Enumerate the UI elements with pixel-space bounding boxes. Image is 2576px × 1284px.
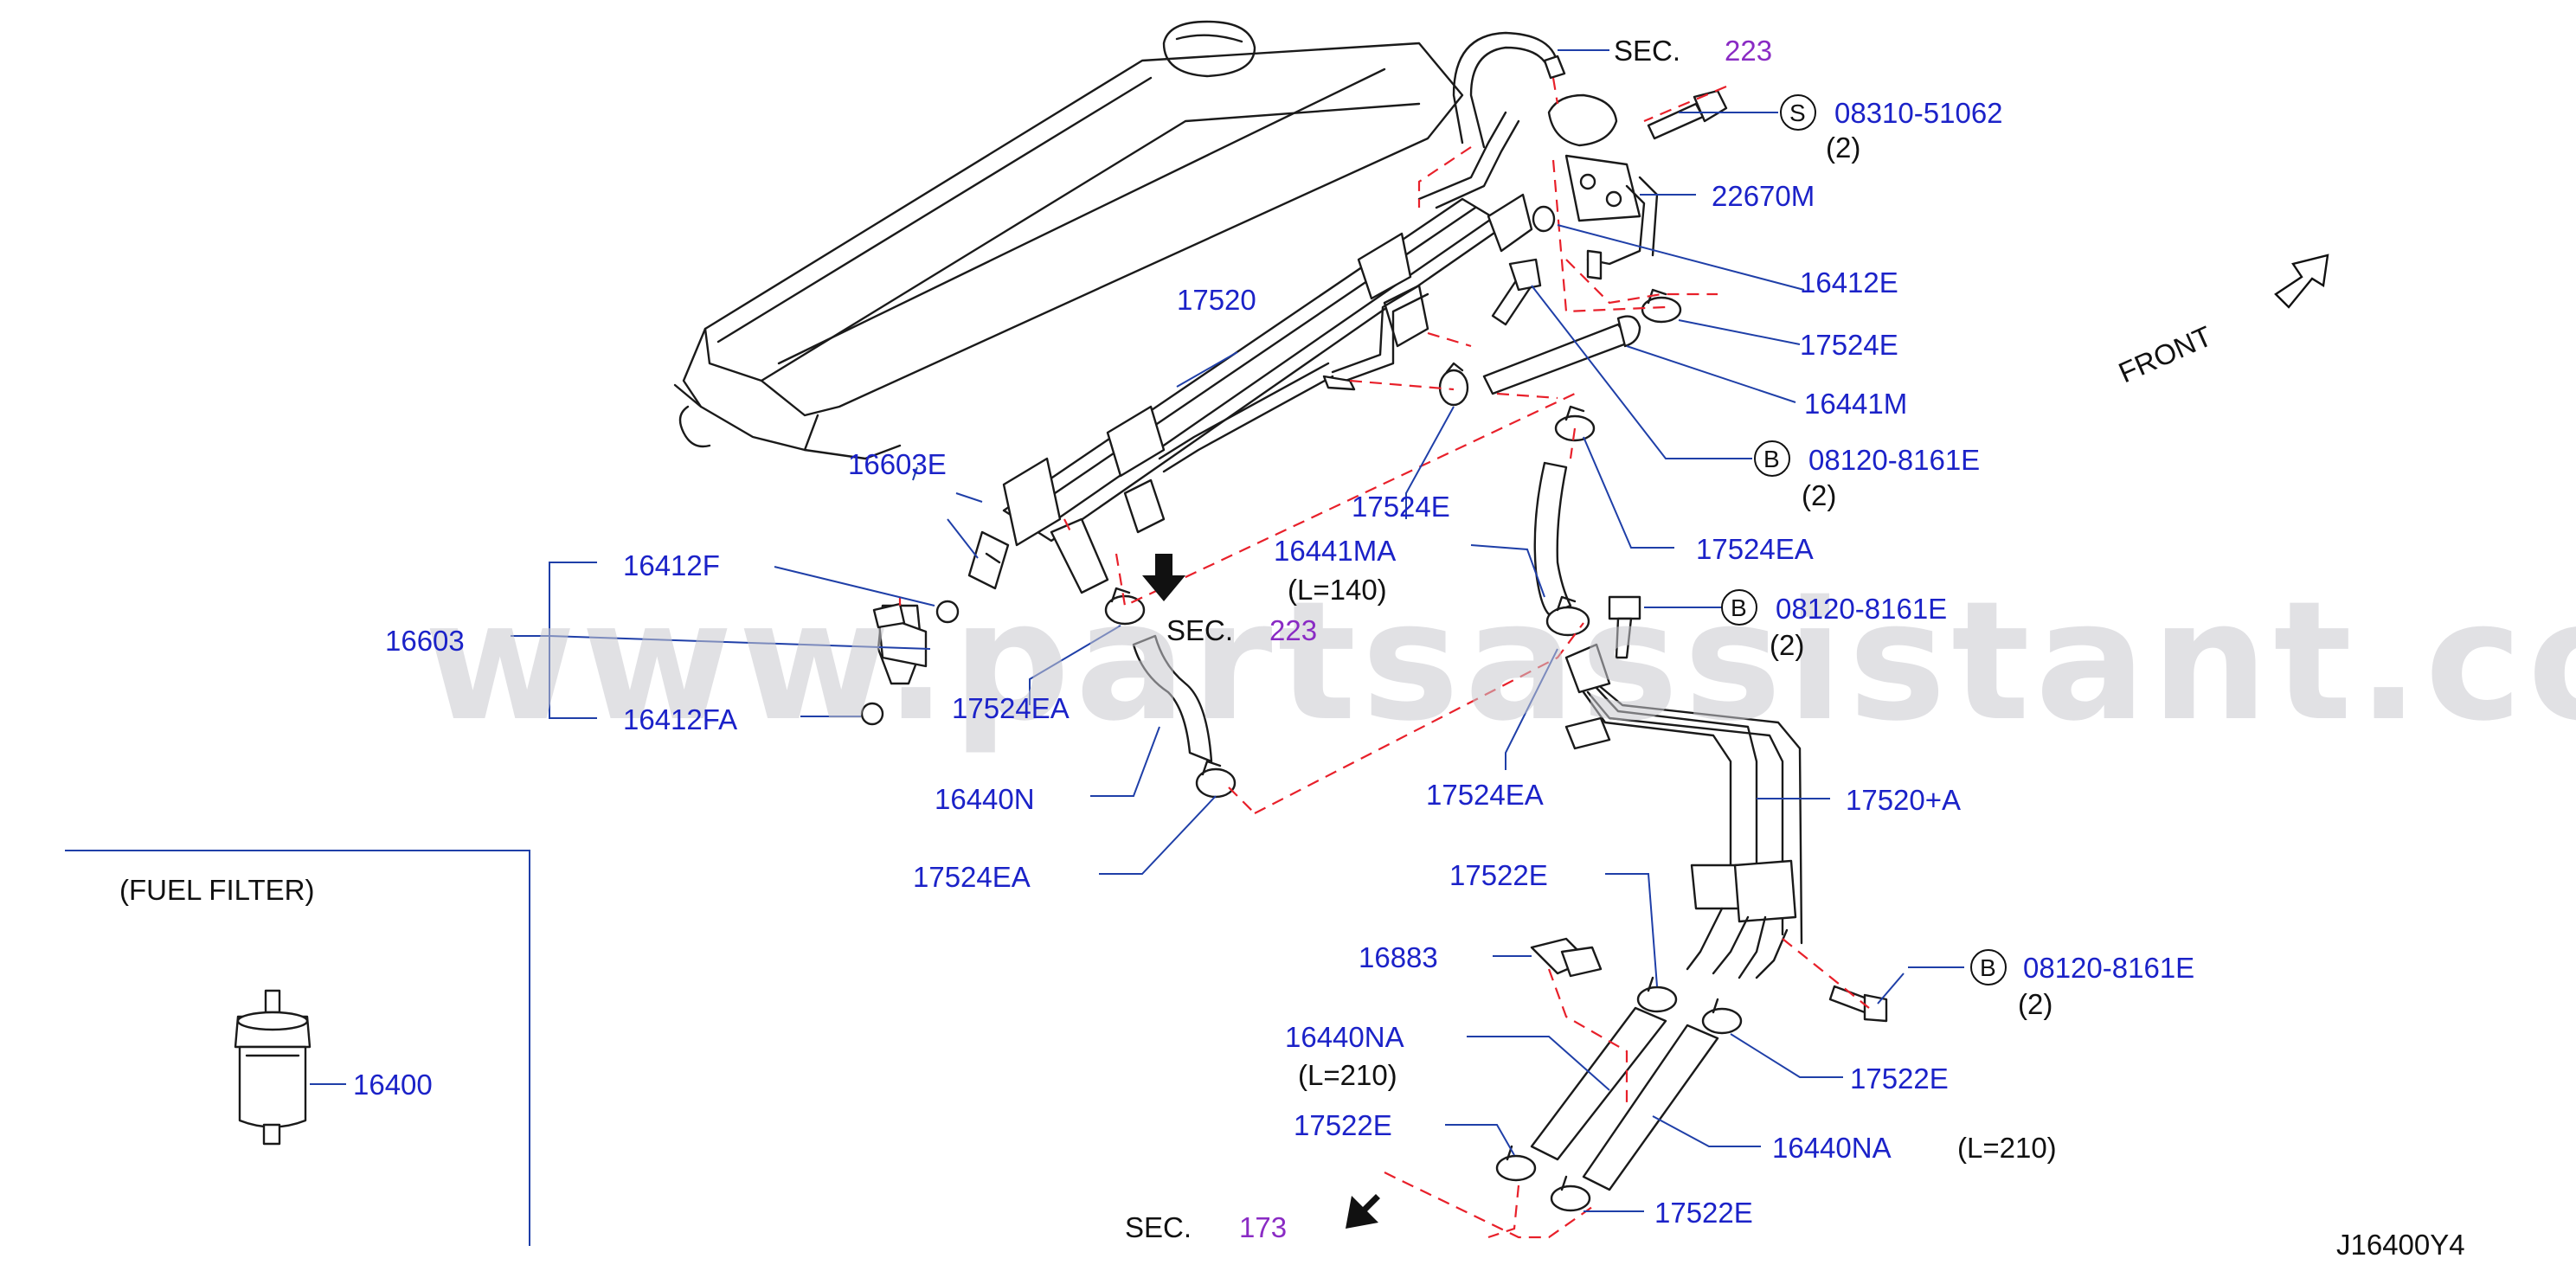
fastener-part: 08120-8161E — [1776, 593, 1947, 625]
clip-16883 — [1530, 937, 1603, 978]
watermark: www.partsassistant.com — [424, 566, 2576, 757]
hose-16440N — [1132, 634, 1213, 763]
fastener-qty: (2) — [1826, 132, 1860, 164]
bolt-b-lower — [1828, 985, 1888, 1023]
fastener-letter: B — [1763, 446, 1780, 472]
label-17524EA-upper: 17524EA — [1696, 533, 1814, 565]
fastener-s-badge: S — [1780, 94, 1816, 131]
fastener-b-badge-1: B — [1754, 440, 1790, 477]
fuel-filter-title: (FUEL FILTER) — [119, 874, 315, 906]
sec-number: 223 — [1269, 614, 1317, 646]
leader-lines — [310, 49, 1964, 1212]
fastener-qty: (2) — [1770, 629, 1804, 661]
injector-16603E — [967, 530, 1010, 590]
fastener-part: 08120-8161E — [1808, 444, 1980, 476]
o-ring-16412FA — [860, 702, 884, 726]
fastener-qty: (2) — [2018, 988, 2052, 1020]
bolt-b-mid — [1608, 595, 1641, 659]
label-17522E-d: 17522E — [1654, 1197, 1753, 1229]
label-16440NA-a: 16440NA — [1285, 1021, 1404, 1053]
label-17522E-b: 17522E — [1850, 1063, 1949, 1095]
label-16441M: 16441M — [1804, 388, 1907, 420]
sec-label: SEC. — [1125, 1211, 1192, 1243]
sec-number: 223 — [1725, 35, 1772, 67]
label-16412FA: 16412FA — [623, 703, 737, 735]
bolt-s — [1647, 89, 1728, 140]
clamp-17524E-mid — [1438, 362, 1469, 407]
clamp-17524EA-lower — [1545, 595, 1590, 637]
label-17524EA-left-b: 17524EA — [913, 861, 1031, 893]
fuel-injector — [872, 602, 928, 685]
pressure-regulator — [1532, 93, 1659, 280]
fuel-tube-17520A — [1564, 643, 1803, 979]
o-ring-16412F — [935, 600, 960, 624]
label-16603E: 16603E — [848, 448, 947, 480]
label-16440NA-b-length: (L=210) — [1957, 1132, 2057, 1164]
fuel-filter-16400 — [234, 989, 312, 1146]
hose-16440NA-right — [1582, 1024, 1719, 1191]
clamps-17522E — [1495, 976, 1743, 1212]
fuel-filter-box — [65, 850, 530, 1246]
vacuum-hose — [1469, 46, 1551, 149]
labels: SEC. 223 08310-51062 (2) 22670M 16412E 1… — [119, 35, 2465, 1261]
fastener-letter: S — [1789, 100, 1806, 126]
clamp-17524EA-left-bottom — [1195, 760, 1237, 799]
fastener-b-badge-3: B — [1970, 949, 2007, 985]
fastener-qty: (2) — [1802, 479, 1836, 511]
sec-label: SEC. — [1614, 35, 1680, 67]
label-16440NA-a-length: (L=210) — [1298, 1059, 1397, 1091]
sec-label: SEC. — [1166, 614, 1233, 646]
clamp-17524EA-left-top — [1104, 587, 1146, 626]
clamp-17524EA-upper — [1554, 405, 1596, 442]
label-22670M: 22670M — [1712, 180, 1815, 212]
fastener-letter: B — [1731, 594, 1747, 621]
label-16412E: 16412E — [1800, 266, 1898, 299]
label-16412F: 16412F — [623, 549, 720, 581]
label-16603: 16603 — [385, 625, 465, 657]
label-16441MA-length: (L=140) — [1288, 574, 1387, 606]
label-17520A: 17520+A — [1846, 784, 1961, 816]
label-17524E-mid: 17524E — [1352, 491, 1450, 523]
label-16883: 16883 — [1359, 941, 1438, 973]
fastener-part: 08120-8161E — [2023, 952, 2194, 984]
label-17524E-top: 17524E — [1800, 329, 1898, 361]
arrow-down-icon — [1142, 554, 1185, 601]
label-16440N: 16440N — [935, 783, 1035, 815]
label-16440NA-b: 16440NA — [1772, 1132, 1892, 1164]
label-17522E-a: 17522E — [1449, 859, 1548, 891]
hose-16441M — [1482, 315, 1641, 395]
label-17522E-c: 17522E — [1294, 1109, 1392, 1141]
diagram-code: J16400Y4 — [2336, 1229, 2465, 1261]
label-17524EA-lower: 17524EA — [1426, 779, 1544, 811]
front-label: FRONT — [2114, 319, 2217, 388]
arrow-down-left-icon — [1346, 1194, 1380, 1229]
bolt-b-top — [1491, 258, 1542, 326]
clamp-17524E-top — [1641, 288, 1682, 324]
label-16441MA: 16441MA — [1274, 535, 1396, 567]
fastener-letter: B — [1980, 954, 1996, 981]
sec-number: 173 — [1239, 1211, 1287, 1243]
fastener-b-badge-2: B — [1721, 589, 1757, 626]
label-17520: 17520 — [1177, 284, 1256, 316]
assembly-lines — [898, 77, 1870, 1239]
label-16400: 16400 — [353, 1069, 433, 1101]
fastener-part: 08310-51062 — [1834, 97, 2003, 129]
engine-outline — [673, 20, 1464, 460]
fuel-rail-assembly — [1002, 111, 1533, 594]
front-arrow-icon — [2274, 254, 2329, 309]
hose-16440NA-left — [1530, 1006, 1667, 1161]
label-17524EA-left-a: 17524EA — [952, 692, 1070, 724]
